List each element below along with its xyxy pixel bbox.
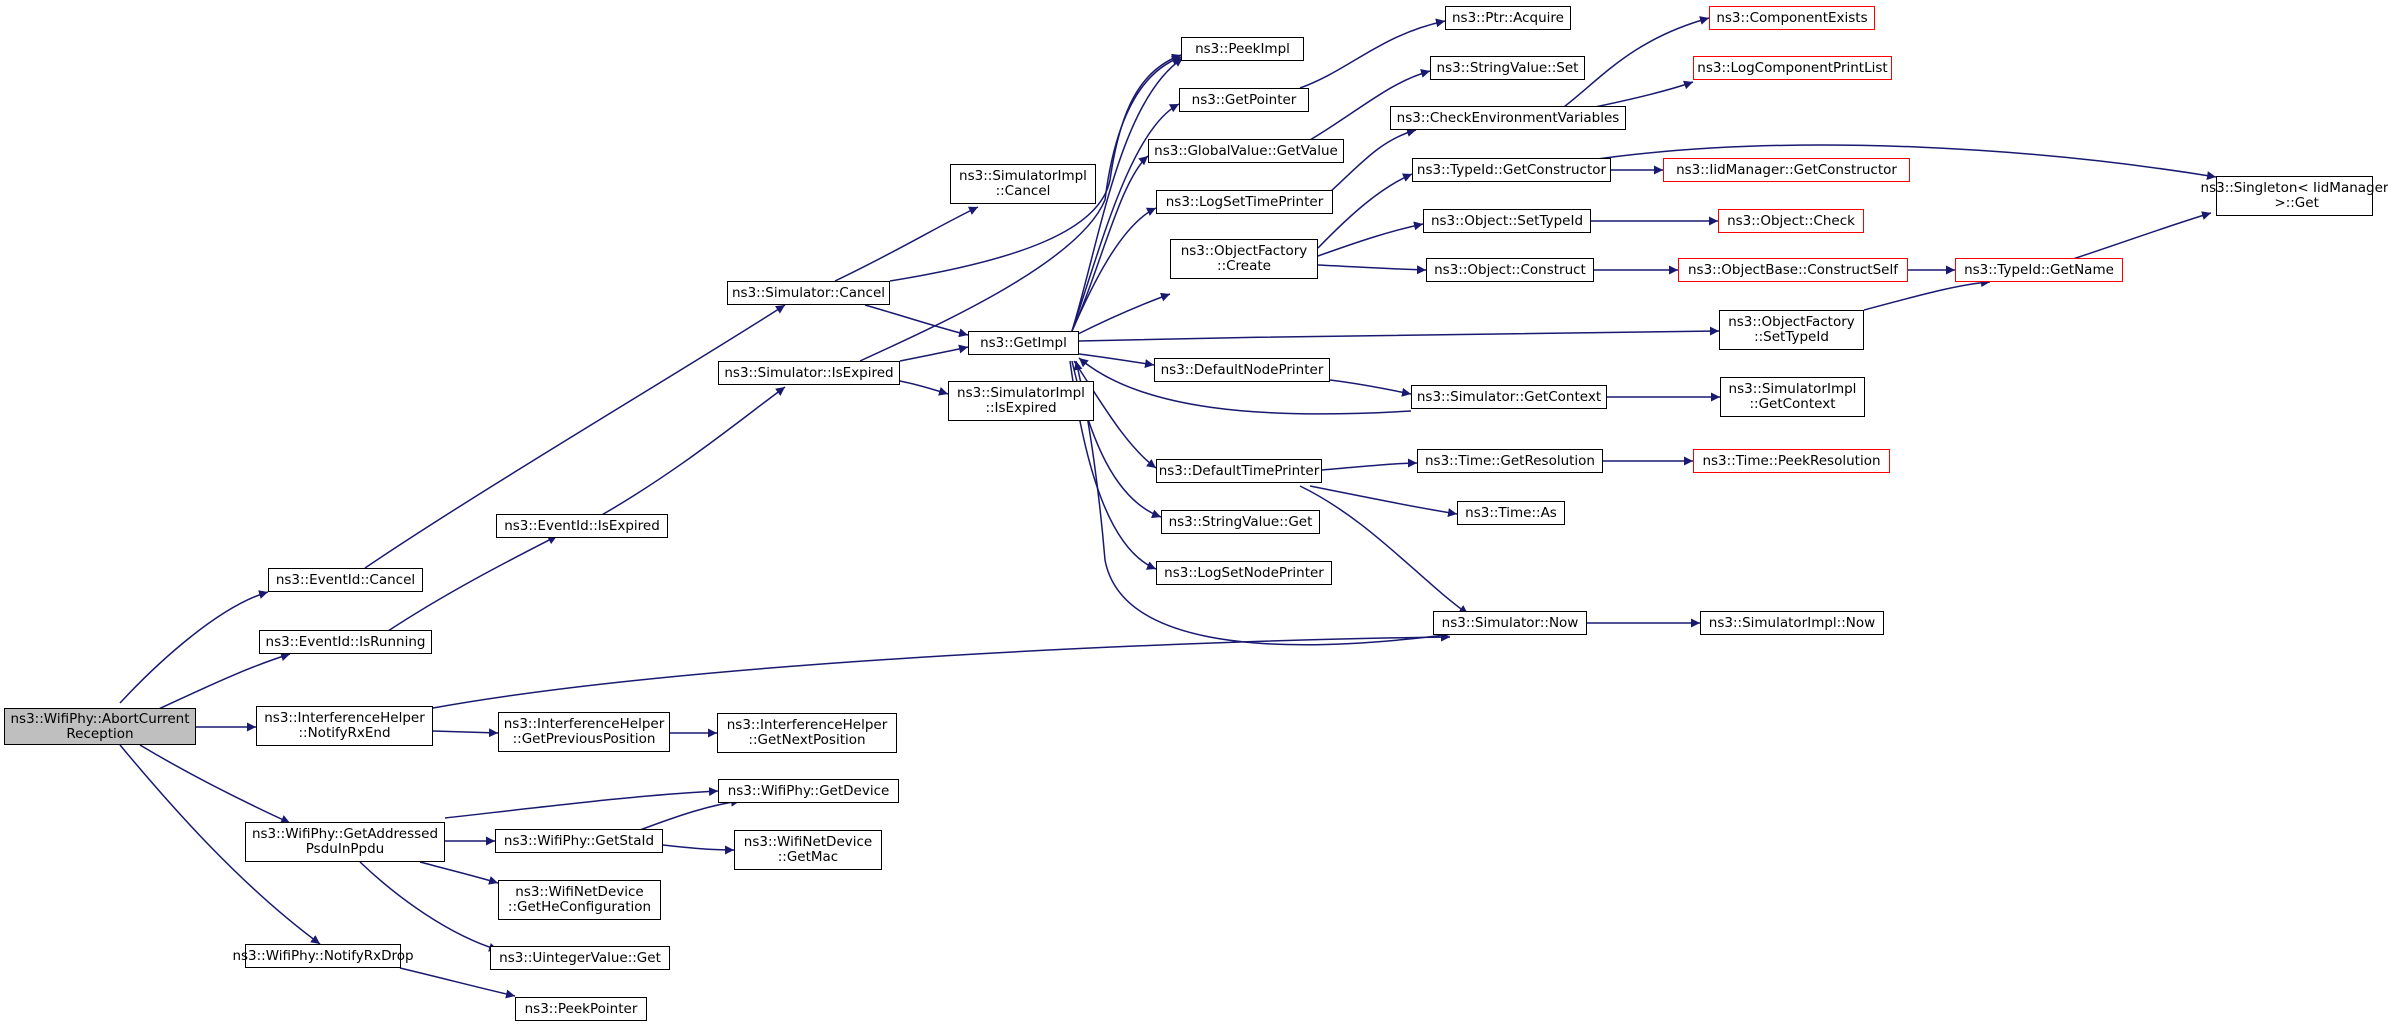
edge-sim-cancel-to-getimpl [864,304,969,338]
edge-deftimeprinter-to-time-getres [1321,458,1418,471]
node-time-as[interactable]: ns3::Time::As [1457,501,1565,525]
node-peekimpl[interactable]: ns3::PeekImpl [1181,37,1304,61]
node-objectbase-constructself[interactable]: ns3::ObjectBase::ConstructSelf [1678,258,1908,282]
node-objectfactory-settypeid[interactable]: ns3::ObjectFactory ::SetTypeId [1719,310,1864,350]
node-interferencehelper-getnextposition[interactable]: ns3::InterferenceHelper ::GetNextPositio… [717,713,897,753]
node-logcomponentprintlist[interactable]: ns3::LogComponentPrintList [1693,56,1892,80]
edge-sim-isexpired-to-simimpl-isexpired [899,380,949,396]
edge-ih-notify-to-ih-getprev [432,728,499,738]
edge-abort-to-wp-notifydrop [119,744,321,945]
node-uintegervalue-get[interactable]: ns3::UintegerValue::Get [490,946,670,970]
edge-wp-getstaid-to-wnd-getmac [662,844,735,855]
node-wifiphy-getaddressedpsduinppdu[interactable]: ns3::WifiPhy::GetAddressed PsduInPpdu [245,822,445,862]
edge-of-create-to-obj-construct [1317,264,1427,275]
node-checkenvironmentvariables[interactable]: ns3::CheckEnvironmentVariables [1390,106,1626,130]
node-ptr-acquire[interactable]: ns3::Ptr::Acquire [1445,6,1571,30]
edge-wp-getaddr-to-wnd-gethe [419,861,499,885]
edge-of-settypeid-to-tid-getname [1863,278,1991,311]
edge-getimpl-to-getpointer [1071,103,1180,332]
node-logsetnodeprinter[interactable]: ns3::LogSetNodePrinter [1156,561,1332,585]
node-getimpl[interactable]: ns3::GetImpl [968,331,1079,355]
node-wifiphy-notifyrxdrop[interactable]: ns3::WifiPhy::NotifyRxDrop [232,944,414,968]
edge-sim-isexpired-to-peekimpl [859,55,1182,362]
node-time-getresolution[interactable]: ns3::Time::GetResolution [1417,449,1603,473]
edge-gv-getvalue-to-sv-set [1309,69,1431,141]
node-eventid-isrunning[interactable]: ns3::EventId::IsRunning [259,630,432,654]
node-simulatorimpl-getcontext[interactable]: ns3::SimulatorImpl ::GetContext [1720,377,1865,417]
node-defaultnodeprinter[interactable]: ns3::DefaultNodePrinter [1154,358,1330,382]
node-stringvalue-set[interactable]: ns3::StringValue::Set [1430,56,1585,80]
edge-checkenv-to-comp-exists [1559,16,1710,111]
node-simulator-isexpired[interactable]: ns3::Simulator::IsExpired [718,361,900,385]
edge-getimpl-to-deftimeprinter [1073,360,1157,469]
node-simulator-cancel[interactable]: ns3::Simulator::Cancel [727,281,890,305]
node-logsettimeprinter[interactable]: ns3::LogSetTimePrinter [1156,190,1333,214]
edge-getpointer-to-ptr-acquire [1299,18,1446,89]
edge-deftimeprinter-to-sim-now [1299,485,1469,615]
edge-ih-notify-to-sim-now [432,632,1451,709]
node-defaulttimeprinter[interactable]: ns3::DefaultTimePrinter [1156,459,1322,483]
edge-wp-notifydrop-to-peek-pointer [399,967,516,999]
node-wifiphy-getstaid[interactable]: ns3::WifiPhy::GetStaId [495,829,663,853]
node-componentexists[interactable]: ns3::ComponentExists [1709,6,1875,30]
node-wifinetdevice-getmac[interactable]: ns3::WifiNetDevice ::GetMac [734,830,882,870]
edge-getimpl-to-peekimpl [1071,57,1184,332]
node-eventid-isexpired[interactable]: ns3::EventId::IsExpired [496,514,668,538]
node-iidmanager-getconstructor[interactable]: ns3::IidManager::GetConstructor [1663,158,1910,182]
edge-wp-getaddr-to-wp-getdevice [444,786,719,819]
edge-getimpl-to-of-create [1075,292,1171,336]
edge-abort-to-wp-getaddr [139,744,291,824]
edge-now-to-getimpl [1073,360,1454,646]
edge-wp-getstaid-to-wp-getdevice [639,797,741,831]
node-peekpointer[interactable]: ns3::PeekPointer [515,997,647,1021]
edge-abort-to-ev-cancel [119,590,269,704]
node-getpointer[interactable]: ns3::GetPointer [1179,88,1309,112]
node-time-peekresolution[interactable]: ns3::Time::PeekResolution [1693,449,1890,473]
node-interferencehelper-notifyrxend[interactable]: ns3::InterferenceHelper ::NotifyRxEnd [256,706,433,746]
edge-sim-cancel-to-peekimpl [889,53,1182,282]
edge-getimpl-to-logsettimeprinter [1071,207,1157,332]
edge-sim-cancel-to-simimpl-cancel [834,206,979,282]
node-simulator-now[interactable]: ns3::Simulator::Now [1433,611,1587,635]
edge-getimpl-to-of-settypeid [1078,326,1720,342]
node-eventid-cancel[interactable]: ns3::EventId::Cancel [268,568,423,592]
node-object-settypeid[interactable]: ns3::Object::SetTypeId [1423,209,1591,233]
node-wifinetdevice-getheconfiguration[interactable]: ns3::WifiNetDevice ::GetHeConfiguration [498,880,661,920]
edge-abort-to-ev-isrunning [149,652,291,714]
edge-getcontext-to-getimpl [1078,357,1412,415]
edge-sim-isexpired-to-getimpl [899,344,969,362]
node-globalvalue-getvalue[interactable]: ns3::GlobalValue::GetValue [1148,139,1344,163]
edge-of-create-to-obj-settypeid [1317,221,1424,257]
edge-ev-isexpired-to-sim-isexpired [599,386,786,517]
node-simulatorimpl-cancel[interactable]: ns3::SimulatorImpl ::Cancel [950,164,1096,204]
node-typeid-getname[interactable]: ns3::TypeId::GetName [1955,258,2123,282]
node-stringvalue-get[interactable]: ns3::StringValue::Get [1161,510,1320,534]
edge-ev-cancel-to-sim-cancel [364,304,786,569]
node-wifiphy-getdevice[interactable]: ns3::WifiPhy::GetDevice [718,779,899,803]
node-object-construct[interactable]: ns3::Object::Construct [1426,258,1594,282]
node-interferencehelper-getpreviousposition[interactable]: ns3::InterferenceHelper ::GetPreviousPos… [498,712,670,752]
edge-tid-getctor-to-singleton-get [1589,144,2217,180]
node-object-check[interactable]: ns3::Object::Check [1718,209,1864,233]
edge-tid-getname-to-singleton-get [2069,211,2212,261]
edge-deftimeprinter-to-time-as [1309,485,1458,518]
edge-defnodeprinter-to-sim-getcontext [1329,379,1412,397]
node-simulator-getcontext[interactable]: ns3::Simulator::GetContext [1411,385,1607,409]
edge-of-create-to-tid-getctor [1317,173,1413,249]
node-typeid-getconstructor[interactable]: ns3::TypeId::GetConstructor [1412,158,1611,182]
node-wifiphy-abortcurrentreception: ns3::WifiPhy::AbortCurrent Reception [4,708,196,745]
node-simulatorimpl-isexpired[interactable]: ns3::SimulatorImpl ::IsExpired [948,381,1094,421]
edge-wp-getaddr-to-uint-get [359,861,499,952]
edge-ev-isrunning-to-ev-isexpired [384,535,558,634]
node-objectfactory-create[interactable]: ns3::ObjectFactory ::Create [1170,239,1318,279]
node-simulatorimpl-now[interactable]: ns3::SimulatorImpl::Now [1700,611,1884,635]
edge-getimpl-to-defnodeprinter [1078,353,1155,369]
edge-logsettimeprinter-to-checkenv [1329,128,1417,193]
node-singleton-iidmanager-get[interactable]: ns3::Singleton< IidManager >::Get [2201,176,2388,216]
